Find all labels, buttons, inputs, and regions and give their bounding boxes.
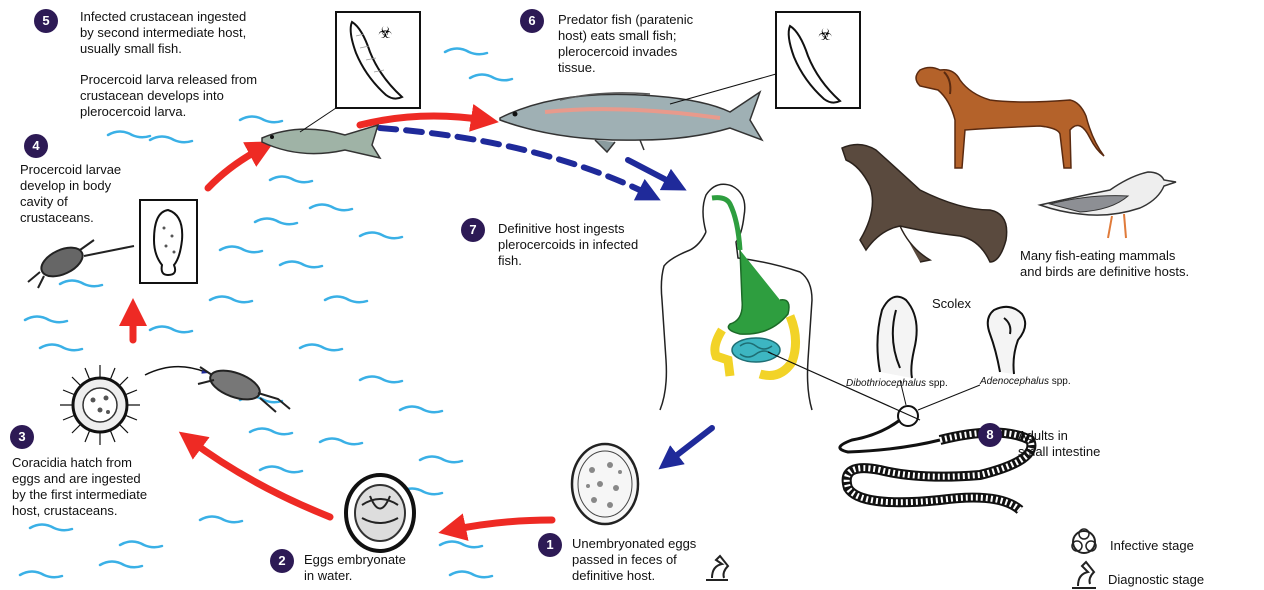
step-3-badge: 3 [10,425,34,449]
step-5-badge: 5 [34,9,58,33]
small-fish-image [262,108,380,158]
step-8-badge: 8 [978,423,1002,447]
step-6-label: Predator fish (paratenic host) eats smal… [558,12,693,76]
diagnostic-microscope-glyph [706,556,728,580]
step-7-label: Definitive host ingests plerocercoids in… [498,221,638,269]
scolex-dibothriocephalus-image [877,297,916,378]
legend-infective-label: Infective stage [1110,538,1194,553]
red-cycle-arrows [133,116,552,530]
procercoid-inset [140,200,197,283]
biohazard-icon: ☣ [818,25,832,44]
plerocercoid-inset-small-fish: ☣ [336,12,420,108]
embryonated-egg-image [346,475,414,551]
plerocercoid-inset-predator-fish: ☣ [776,12,860,108]
seagull-image [1040,172,1176,238]
step-2-badge: 2 [270,549,294,573]
step-4-badge: 4 [24,134,48,158]
adult-tapeworm-image [840,380,1032,510]
step-1-label: Unembryonated eggs passed in feces of de… [572,536,696,584]
infected-copepod-image [28,240,134,288]
dog-image [916,68,1104,169]
step-4-label: Procercoid larvae develop in body cavity… [20,162,121,226]
legend-biohazard-icon [1072,529,1096,553]
copepod-image [198,365,290,412]
step-5-label: Infected crustacean ingested by second i… [80,9,246,57]
sea-lion-image [842,144,1007,262]
legend-diagnostic-label: Diagnostic stage [1108,572,1204,587]
step-6-badge: 6 [520,9,544,33]
step-5-label-secondary: Procercoid larva released from crustacea… [80,72,257,120]
definitive-hosts-note: Many fish-eating mammals and birds are d… [1020,248,1189,280]
biohazard-icon: ☣ [378,23,392,42]
step-7-badge: 7 [461,218,485,242]
predator-fish-image [500,74,776,152]
step-8-label: Adults in small intestine [1018,428,1100,460]
scolex-adenocephalus-image [988,307,1025,374]
unembryonated-egg-image [572,444,638,524]
legend-microscope-icon [1072,562,1096,588]
scolex-title: Scolex [932,296,971,312]
step-1-badge: 1 [538,533,562,557]
step-3-label: Coracidia hatch from eggs and are ingest… [12,455,147,519]
step-2-label: Eggs embryonate in water. [304,552,406,584]
scolex-species-adenocephalus: Adenocephalus spp. [980,376,1071,387]
scolex-species-dibothriocephalus: Dibothriocephalus spp. [846,378,948,389]
coracidium-image [60,365,205,445]
